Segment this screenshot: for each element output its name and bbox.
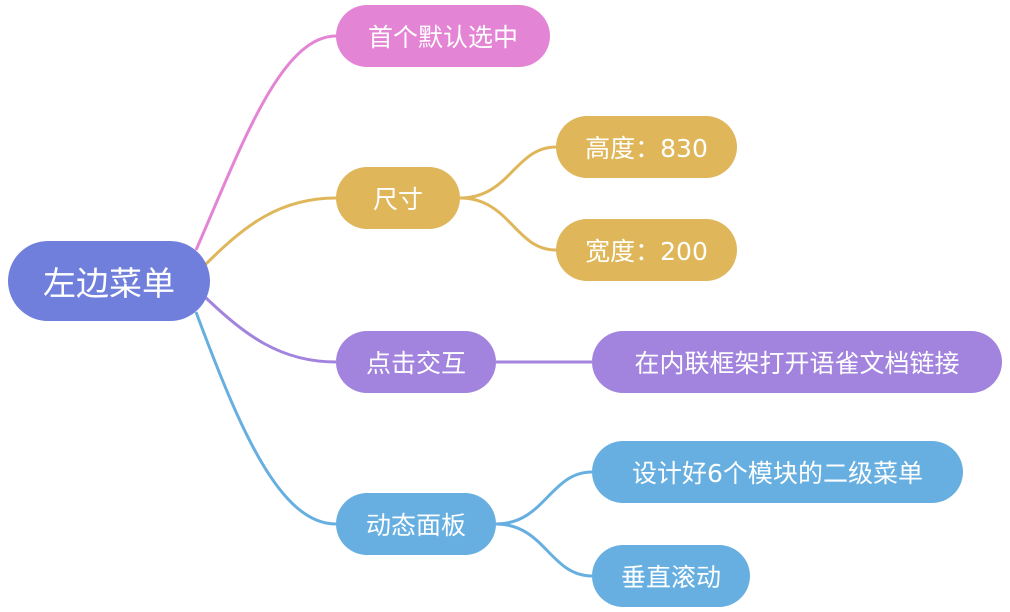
- leaf-width[interactable]: 宽度：200: [556, 219, 737, 281]
- branch-size[interactable]: 尺寸: [336, 167, 460, 229]
- link-panel-scroll: [495, 522, 593, 578]
- branch-click-interaction[interactable]: 点击交互: [336, 331, 496, 393]
- link-size-width: [459, 196, 557, 252]
- link-root-default: [194, 34, 337, 251]
- link-root-size: [203, 196, 337, 267]
- branch-dynamic-panel[interactable]: 动态面板: [336, 493, 496, 555]
- link-root-click: [203, 295, 337, 364]
- link-panel-submenu: [495, 470, 593, 526]
- leaf-height[interactable]: 高度：830: [556, 116, 737, 178]
- leaf-submenu-design[interactable]: 设计好6个模块的二级菜单: [592, 441, 963, 503]
- leaf-vertical-scroll[interactable]: 垂直滚动: [592, 545, 750, 607]
- root-node[interactable]: 左边菜单: [8, 241, 210, 321]
- link-size-height: [459, 145, 557, 200]
- branch-default-selected[interactable]: 首个默认选中: [336, 5, 550, 67]
- leaf-open-iframe-link[interactable]: 在内联框架打开语雀文档链接: [592, 331, 1002, 393]
- link-root-panel: [194, 311, 337, 526]
